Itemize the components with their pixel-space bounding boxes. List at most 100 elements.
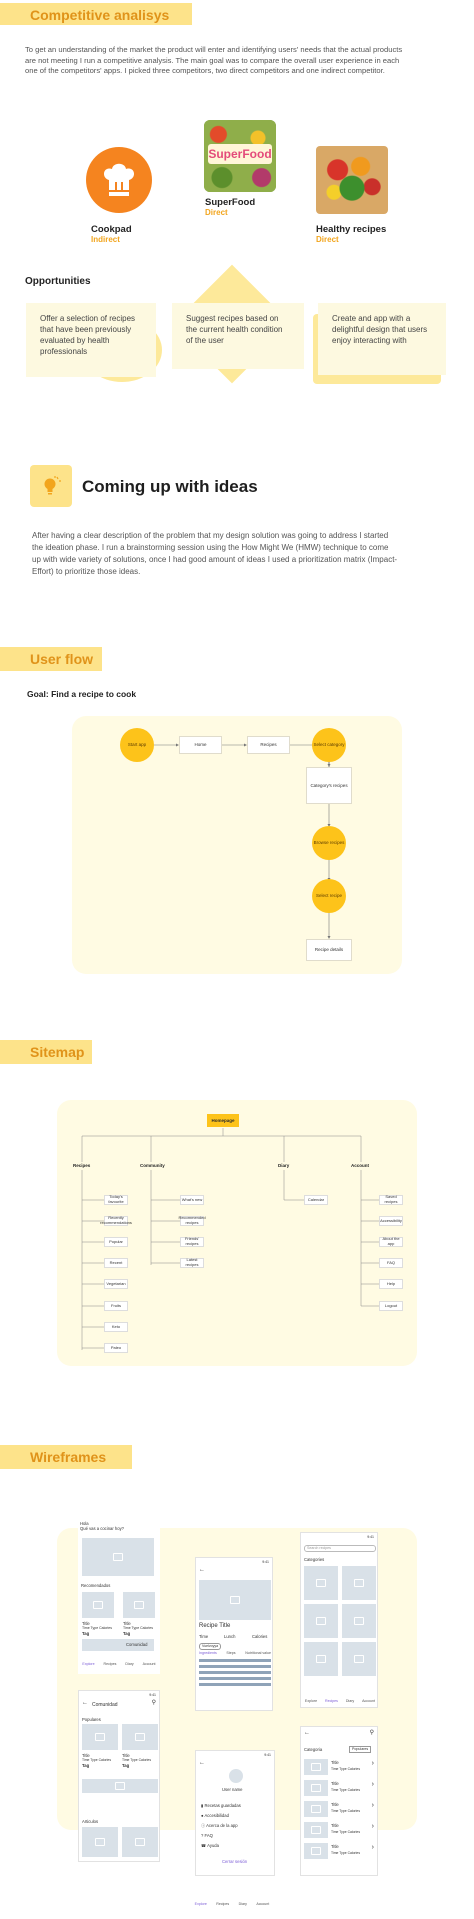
- account-item-label: FAQ: [204, 1833, 213, 1838]
- flow-node-recipes: Recipes: [247, 736, 290, 754]
- vegetables-icon: [316, 146, 388, 214]
- sitemap-node: Friends' recipes: [180, 1237, 204, 1247]
- account-item-help[interactable]: ☎ Ayuda: [201, 1843, 219, 1848]
- category-item-meta: Time Type Calories: [331, 1809, 361, 1813]
- category-tile[interactable]: [304, 1604, 338, 1638]
- home-bar-label: Comunidad: [126, 1642, 148, 1647]
- chevron-right-icon[interactable]: ›: [371, 1823, 374, 1830]
- community-article-image[interactable]: [82, 1827, 118, 1857]
- tab-steps[interactable]: Steps: [226, 1651, 236, 1655]
- category-item-image[interactable]: [304, 1780, 328, 1796]
- back-arrow-icon[interactable]: ←: [82, 1700, 88, 1706]
- nav-explore[interactable]: Explore: [304, 1699, 318, 1703]
- category-item-title: Title: [331, 1844, 339, 1849]
- recipe-chip[interactable]: Vuelvoyya: [199, 1643, 222, 1650]
- chevron-right-icon[interactable]: ›: [371, 1802, 374, 1809]
- search-icon[interactable]: ⚲: [151, 1700, 156, 1706]
- back-arrow-icon[interactable]: ←: [199, 1567, 205, 1573]
- recipe-meta-calories: Calories: [252, 1634, 268, 1639]
- wireframe-home: Hola Qué vas a cocinar hoy? Recomendados…: [78, 1518, 160, 1674]
- community-section-2: Articulos: [82, 1819, 99, 1824]
- competitor-type-cookpad: Indirect: [91, 235, 120, 244]
- search-section-title: Categories: [304, 1557, 325, 1562]
- sitemap-node: Keto: [104, 1322, 128, 1332]
- sitemap-node: Vegetarian: [104, 1279, 128, 1289]
- flow-node-select-category: Select category: [312, 728, 346, 762]
- chevron-right-icon[interactable]: ›: [371, 1781, 374, 1788]
- wireframe-community: 9:41 ← Comunidad ⚲ Populares Title Time …: [78, 1690, 160, 1862]
- category-item-image[interactable]: [304, 1801, 328, 1817]
- category-item-image[interactable]: [304, 1822, 328, 1838]
- bottom-nav[interactable]: Explore Recipes Diary Account: [78, 1662, 160, 1666]
- chevron-right-icon[interactable]: ›: [371, 1760, 374, 1767]
- recipe-meta-time: Time: [199, 1634, 209, 1639]
- sitemap-node: Fruits: [104, 1301, 128, 1311]
- nav-account[interactable]: Account: [256, 1902, 270, 1906]
- category-item-title: Title: [331, 1802, 339, 1807]
- help-icon: ?: [201, 1833, 204, 1838]
- recipe-tabs[interactable]: Ingredients Steps Nutritional value: [196, 1651, 272, 1655]
- search-icon[interactable]: ⚲: [369, 1730, 374, 1736]
- sitemap-diary: Diary: [278, 1163, 290, 1168]
- home-card-title: Title: [123, 1621, 131, 1626]
- back-arrow-icon[interactable]: ←: [199, 1760, 205, 1766]
- community-article-image[interactable]: [122, 1827, 158, 1857]
- sitemap-recipes: Recipes: [73, 1163, 91, 1168]
- account-item-accessibility[interactable]: ● Accesibilidad: [201, 1813, 229, 1818]
- category-tile[interactable]: [304, 1566, 338, 1600]
- sitemap-node: Recommended recipes: [178, 1215, 206, 1226]
- home-bottom-card[interactable]: Comunidad: [82, 1639, 154, 1651]
- home-card-image: [123, 1592, 155, 1618]
- opportunity-card-2: Suggest recipes based on the current hea…: [172, 303, 304, 369]
- search-input[interactable]: Search recipes: [304, 1545, 376, 1552]
- nav-diary[interactable]: Diary: [125, 1662, 134, 1666]
- category-item-meta: Time Type Calories: [331, 1767, 361, 1771]
- tab-ingredients[interactable]: Ingredients: [199, 1651, 217, 1655]
- account-item-about[interactable]: ⓘ Acerca de la app: [201, 1823, 238, 1828]
- category-tile[interactable]: [342, 1566, 376, 1600]
- community-title: Comunidad: [92, 1702, 118, 1708]
- community-card-image[interactable]: [82, 1724, 118, 1750]
- community-banner[interactable]: [82, 1779, 158, 1793]
- home-greeting: Hola: [80, 1521, 89, 1526]
- logout-link[interactable]: Cerrar sesión: [222, 1859, 248, 1864]
- nav-explore[interactable]: Explore: [194, 1902, 207, 1906]
- bottom-nav[interactable]: Explore Recipes Diary Account: [190, 1902, 274, 1906]
- opportunities-title: Opportunities: [25, 276, 91, 287]
- tab-nutrition[interactable]: Nutritional value: [245, 1651, 271, 1655]
- nav-explore[interactable]: Explore: [82, 1662, 95, 1666]
- section-tag-competitive: Competitive analisys: [0, 3, 192, 25]
- user-flow-goal: Goal: Find a recipe to cook: [27, 689, 137, 699]
- home-question: Qué vas a cocinar hoy?: [80, 1526, 124, 1531]
- sitemap-node: Paleo: [104, 1343, 128, 1353]
- wireframe-account: 9:41 ← User name ▮ Recetas guardadas ● A…: [195, 1750, 275, 1876]
- chef-hat-icon: [103, 163, 135, 196]
- account-item-faq[interactable]: ? FAQ: [201, 1833, 213, 1838]
- nav-account[interactable]: Account: [362, 1699, 376, 1703]
- community-card-meta: Time Type Calories: [82, 1758, 112, 1762]
- category-tile[interactable]: [342, 1642, 376, 1676]
- category-filter[interactable]: Populares: [349, 1746, 372, 1753]
- nav-recipes[interactable]: Recipes: [103, 1662, 117, 1666]
- category-tile[interactable]: [304, 1642, 338, 1676]
- nav-recipes[interactable]: Recipes: [216, 1902, 230, 1906]
- sitemap-node: Saved recipes: [379, 1195, 403, 1205]
- status-time: 9:41: [264, 1753, 271, 1757]
- community-card-image[interactable]: [122, 1724, 158, 1750]
- nav-recipes[interactable]: Recipes: [324, 1699, 338, 1703]
- category-item-image[interactable]: [304, 1843, 328, 1859]
- category-tile[interactable]: [342, 1604, 376, 1638]
- account-item-label: Accesibilidad: [204, 1813, 229, 1818]
- flow-node-home: Home: [179, 736, 222, 754]
- chevron-right-icon[interactable]: ›: [371, 1844, 374, 1851]
- nav-diary[interactable]: Diary: [345, 1699, 355, 1703]
- section-tag-user-flow: User flow: [0, 647, 102, 671]
- nav-account[interactable]: Account: [142, 1662, 156, 1666]
- category-item-image[interactable]: [304, 1759, 328, 1775]
- wireframe-category: ← ⚲ Categoria Populares Title Time Type …: [300, 1726, 378, 1876]
- account-item-saved[interactable]: ▮ Recetas guardadas: [201, 1803, 241, 1808]
- bottom-nav[interactable]: Explore Recipes Diary Account: [301, 1699, 377, 1703]
- sitemap-node: Latest recipes: [180, 1258, 204, 1268]
- nav-diary[interactable]: Diary: [238, 1902, 247, 1906]
- back-arrow-icon[interactable]: ←: [304, 1730, 310, 1736]
